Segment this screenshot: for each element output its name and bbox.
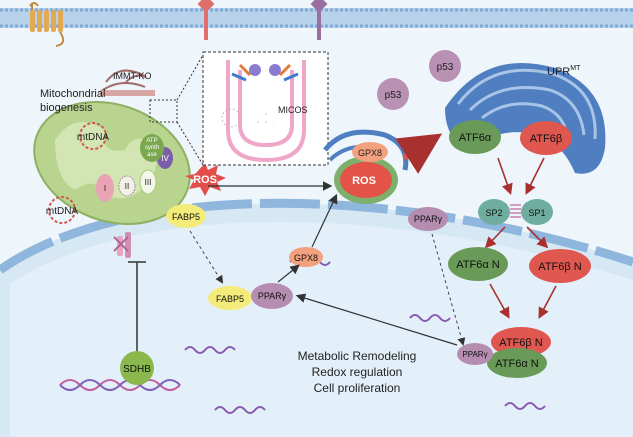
micos-label: MICOS [278,105,308,115]
atp-label-3: ase [147,152,157,158]
atf6b-n-nuclear-label: ATF6β N [499,337,542,349]
complex-ii [118,175,136,197]
fabp5-nuclear-label: FABP5 [216,294,244,304]
fabp5-nuclear-node [208,286,252,310]
arrow-atf6b-to-sp [525,157,545,195]
atf6a-n-node [448,247,508,281]
complex-i-label: I [104,184,106,193]
outcome-text-3: Cell proliferation [314,381,401,395]
sdhb-node [120,351,154,385]
atf6a-n-label: ATF6α N [456,259,499,271]
ros-small-label: ROS [352,175,376,187]
arrow-atf6a-n-to-nucleus [489,283,510,319]
outcome-text-1: Metabolic Remodeling [298,349,417,363]
arrow-sp-to-atf6b-n [526,226,549,249]
arrow-sp-to-atf6a-n [484,226,506,249]
arrow-atf-to-pparg [295,293,458,346]
atf6b-label: ATF6β [530,133,562,145]
mtdna-top-label: mtDNA [77,132,110,143]
sp2-label: SP2 [485,208,502,218]
complex-iii [139,169,157,195]
arrow-pparg-to-nucleus [431,233,466,346]
dna-helix-icon [59,379,181,391]
p53-node-b [429,50,461,82]
immt-ko-label: IMMT-KO [113,71,152,81]
gpx8-node-top [352,142,388,162]
ros-mito-label: ROS [193,174,217,186]
atp-label-1: ATP [146,138,157,144]
atf6a-label: ATF6α [459,132,492,144]
gpx8-nuclear-node [289,247,323,267]
atf6b-n-label: ATF6β N [538,261,581,273]
immt-protein-icon [99,69,155,96]
sp1-node [521,199,553,225]
gpx8-nuclear-label: GPX8 [294,253,318,263]
arrow-atf6b-n-to-nucleus [538,285,557,319]
arrow-gpx8-to-er [311,193,338,248]
mito-biogenesis-label-2: biogenesis [40,102,93,114]
membrane-channel-icon [113,232,131,258]
complex-ii-label: II [125,182,129,191]
sdhb-label: SDHB [123,364,151,375]
mtdna-bottom-icon [48,196,76,224]
pparg-cyto-label: PPARγ [414,214,443,224]
gpx8-label-top: GPX8 [358,148,382,158]
complex-i [96,174,114,202]
mito-biogenesis-label-1: Mitochondrial [40,88,105,100]
fabp5-cyto-node [166,204,206,228]
inhibition-line [128,261,146,357]
pparg-cyto-node [408,207,448,231]
mtdna-bottom-label: mtDNA [46,206,79,217]
pparg-nuclear-left-node [251,283,293,309]
plasma-membrane [0,8,633,34]
pparg-nuclear-right-node [457,343,493,365]
p53-label-b: p53 [437,62,454,73]
atf6b-n-node [529,249,591,283]
atf6a-n-nuclear-node [487,348,547,378]
atp-label-2: synth [145,145,159,151]
arrow-to-er [395,133,443,174]
atf6a-n-nuclear-label: ATF6α N [495,358,538,370]
upr-label: UPRMT [547,65,581,78]
gpcr-receptor-icon [29,2,65,47]
arrow-pparg-to-gpx8 [277,264,300,283]
atf6a-node [449,120,501,154]
mtdna-top-icon [79,122,107,150]
sp2-node [478,199,510,225]
outcome-text-2: Redox regulation [312,365,403,379]
arrow-atf6a-to-sp [497,157,513,196]
atf6b-node [520,121,572,155]
ros-burst-icon [185,163,226,196]
sp-cleavage-icon [510,204,521,218]
micos-inset [202,51,329,166]
pparg-nuclear-left-label: PPARγ [258,291,287,301]
complex-iii-label: III [145,178,152,187]
pparg-nuclear-right-label: PPARγ [462,350,487,359]
p53-node-a [377,78,409,110]
p53-label-a: p53 [385,90,402,101]
fabp5-cyto-label: FABP5 [172,212,200,222]
sp1-label: SP1 [528,208,545,218]
arrow-fabp5-to-nucleus [189,230,224,284]
complex-iv-label: IV [161,154,169,163]
atp-synthase-icon [140,134,164,162]
zoom-source-box [149,99,178,123]
